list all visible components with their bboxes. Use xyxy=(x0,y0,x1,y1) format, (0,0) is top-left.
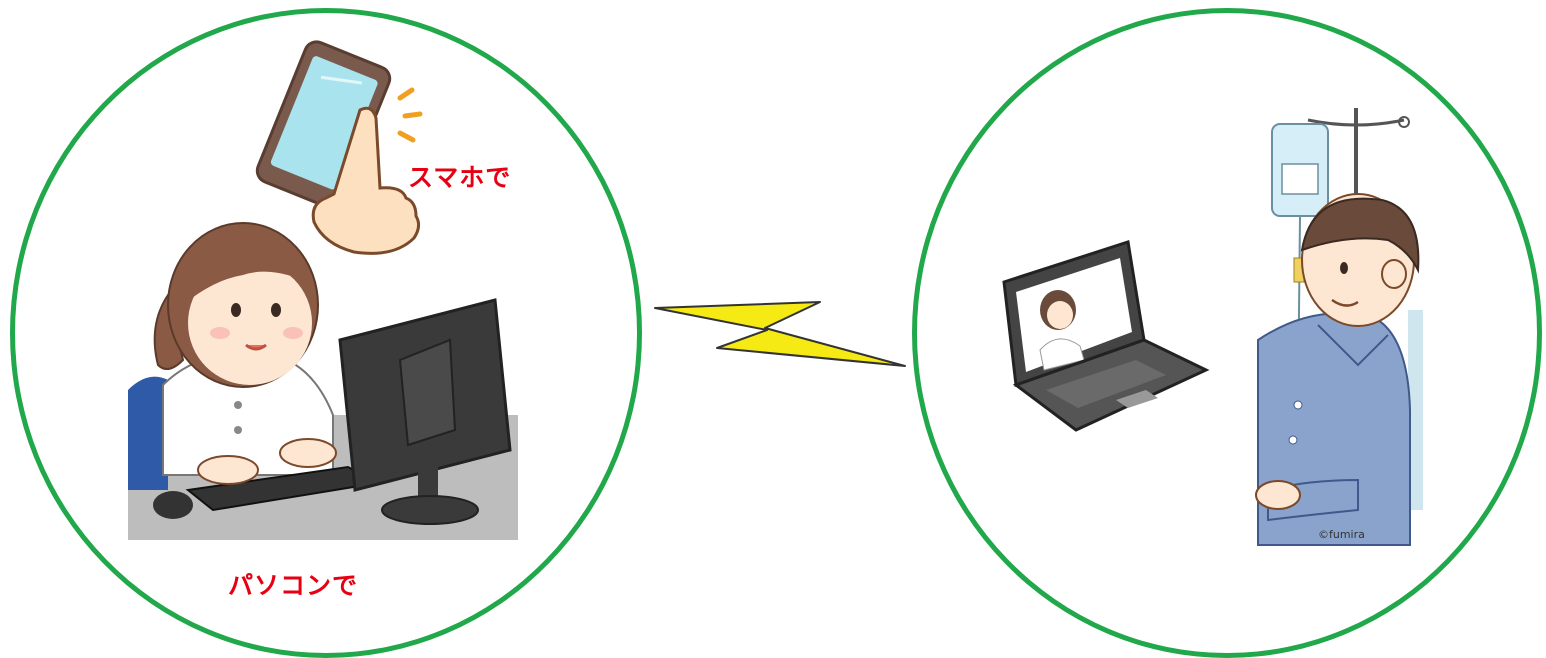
desktop-computer-icon xyxy=(338,298,512,525)
smartphone-label: スマホで xyxy=(408,163,512,192)
patient-illustration xyxy=(1255,193,1423,546)
smartphone-hand-icon xyxy=(255,40,423,255)
pc-label: パソコンで xyxy=(228,571,359,600)
watermark-text: ©fumira xyxy=(1318,528,1365,541)
lightning-bolt-icon xyxy=(654,301,906,367)
laptop-video-call-icon xyxy=(1002,240,1210,432)
